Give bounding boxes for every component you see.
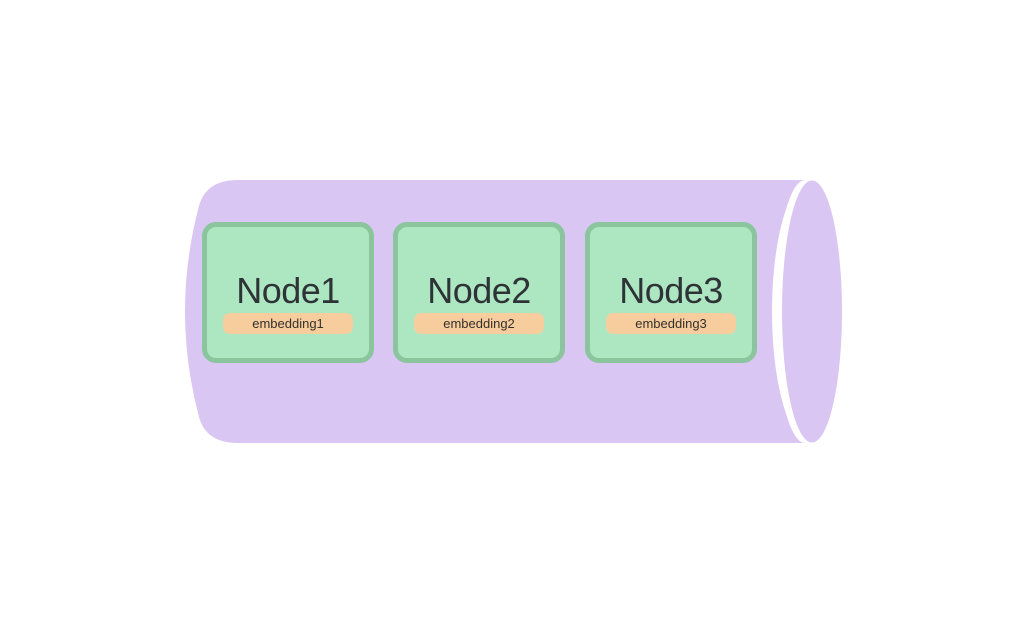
node-label: Node3 bbox=[619, 270, 723, 311]
node-label: Node2 bbox=[427, 270, 531, 311]
node-box-2: Node2 embedding2 bbox=[393, 222, 565, 363]
embedding-chip: embedding1 bbox=[223, 313, 353, 334]
embedding-chip: embedding3 bbox=[606, 313, 736, 334]
embedding-chip: embedding2 bbox=[414, 313, 544, 334]
node-box-3: Node3 embedding3 bbox=[585, 222, 757, 363]
cylinder-cap bbox=[782, 180, 842, 443]
node-box-1: Node1 embedding1 bbox=[202, 222, 374, 363]
node-label: Node1 bbox=[236, 270, 340, 311]
